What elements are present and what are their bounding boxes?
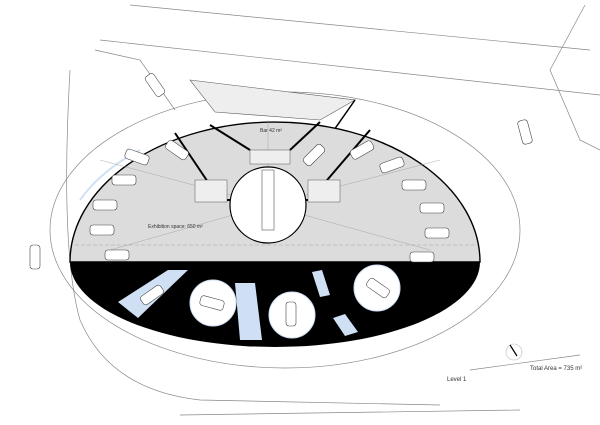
north-arrow-icon <box>505 343 523 361</box>
car-icon <box>104 249 130 261</box>
car-icon <box>89 224 115 236</box>
car-icon <box>111 174 137 186</box>
site-lines <box>49 4 600 416</box>
car-icon <box>409 251 435 263</box>
stairs <box>194 149 341 203</box>
car-icon <box>29 244 41 270</box>
car-icon <box>366 277 390 299</box>
total-area-label: Total Area = 735 m² <box>530 366 582 372</box>
car-icon <box>140 284 164 306</box>
car-icon <box>379 156 405 174</box>
car-icon <box>165 139 189 161</box>
central-rotunda <box>229 166 307 244</box>
cars <box>29 73 533 327</box>
car-icon <box>517 119 533 145</box>
car-icon <box>124 148 150 166</box>
car-icon <box>349 140 375 160</box>
car-icon <box>302 143 326 167</box>
car-icon <box>144 73 166 97</box>
car-icon <box>285 301 297 327</box>
exhibition-label: Exhibition space: 650 m² <box>148 224 203 230</box>
car-icon <box>401 179 427 191</box>
bar-label: Bar 42 m² <box>260 128 282 134</box>
car-icon <box>419 202 445 214</box>
car-icon <box>92 199 118 211</box>
car-icon <box>199 295 225 311</box>
car-icon <box>424 227 450 239</box>
level-label: Level 1 <box>447 377 467 383</box>
